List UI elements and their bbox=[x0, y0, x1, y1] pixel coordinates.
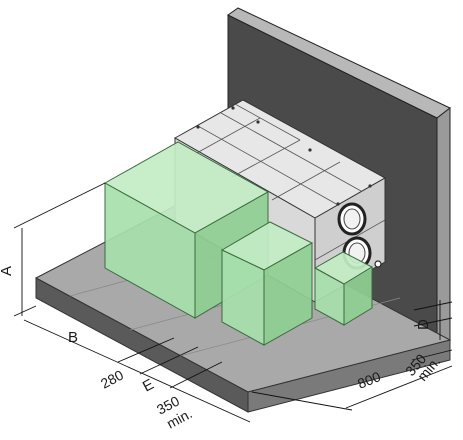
electrical-gland bbox=[374, 260, 382, 268]
duct-connection-upper bbox=[337, 202, 367, 236]
label-d: D bbox=[415, 319, 432, 330]
clearance-medium-side bbox=[263, 242, 313, 346]
dimension-lines bbox=[13, 182, 453, 423]
clearance-zone-large bbox=[103, 141, 270, 319]
label-280: 280 bbox=[98, 366, 126, 391]
clearance-zone-medium bbox=[220, 221, 314, 346]
label-b: B bbox=[68, 329, 78, 346]
clearance-zone-small bbox=[313, 251, 374, 326]
dim-800-line bbox=[345, 365, 453, 409]
label-a: A bbox=[0, 266, 15, 276]
unit-top-screws bbox=[196, 106, 372, 206]
dim-b-line bbox=[23, 319, 251, 423]
floor-side-face bbox=[247, 339, 451, 413]
unit-panel-seams bbox=[194, 103, 386, 261]
clearance-small-side bbox=[343, 266, 373, 326]
